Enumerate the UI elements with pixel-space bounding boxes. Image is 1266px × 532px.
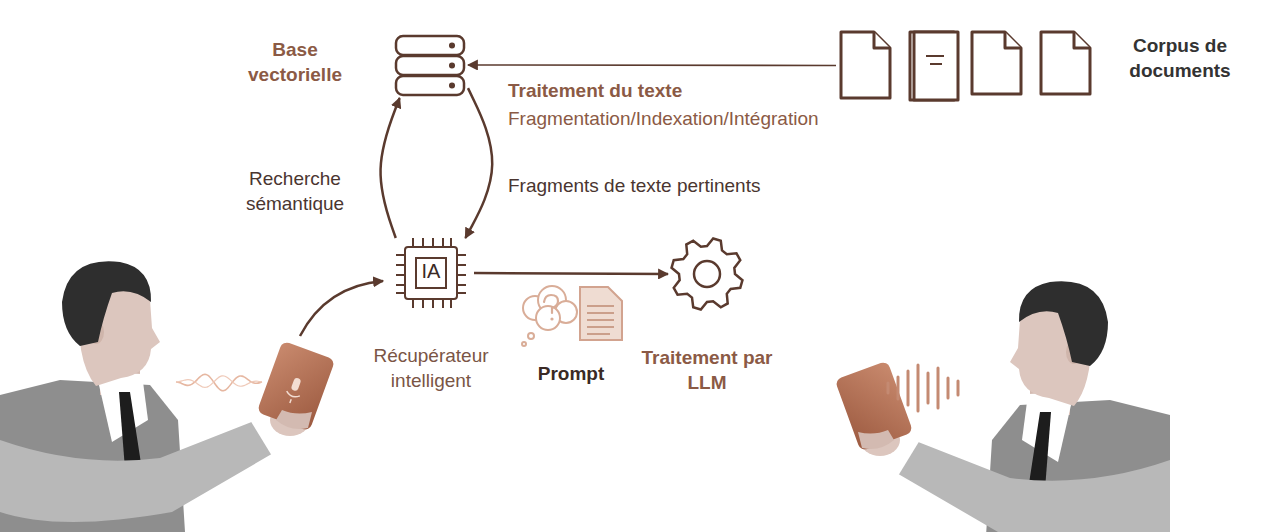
prompt-icon-part: [587, 306, 614, 334]
node-title: Base vectorielle: [230, 38, 360, 87]
chip-label: IA: [416, 258, 446, 284]
prompt-icon: [522, 286, 622, 346]
listening-person-part: [835, 281, 1170, 532]
database-icon-part: [450, 64, 454, 68]
chip-icon: [396, 238, 466, 308]
document-icons-part: [874, 32, 890, 48]
chip-icon-part: [413, 238, 451, 247]
database-icon-part: [396, 56, 464, 75]
node-title: Traitement par LLM: [627, 346, 787, 395]
prompt-icon-part: [550, 317, 553, 320]
chip-icon-part: [396, 255, 405, 293]
speaking-person-part: [291, 377, 302, 392]
sound-bar: [917, 365, 920, 411]
listening-person-part: [888, 365, 958, 411]
flow-arrow: [468, 64, 836, 66]
edge-label: Traitement du texte: [508, 79, 808, 104]
document-icons-part: [926, 56, 944, 64]
gear-icon: [672, 239, 743, 310]
chip-icon-part: [457, 255, 466, 293]
document-icons-part: [1041, 32, 1090, 94]
prompt-icon-part: [544, 295, 558, 313]
chip-icon-part: [405, 247, 457, 299]
document-icons-part: [1005, 32, 1021, 48]
database-icon-part: [396, 76, 464, 95]
sound-bar: [887, 383, 890, 393]
chip-icon-part: [413, 299, 451, 308]
prompt-icon-part: [536, 306, 560, 330]
prompt-icon-part: [522, 342, 526, 346]
sound-bar: [897, 377, 900, 399]
database-icon-part: [450, 84, 454, 88]
voice-arrow: [300, 281, 383, 336]
step-description: Fragmentation/Indexation/Intégration: [508, 107, 908, 132]
prompt-icon-part: [580, 287, 622, 340]
flow-arrow: [474, 273, 668, 274]
gear-icon-part: [694, 261, 720, 287]
flow-arrow: [465, 88, 492, 238]
speaking-person: [0, 261, 335, 532]
sound-wave: [176, 376, 262, 387]
speaking-person-part: [176, 374, 262, 390]
database-icon-part: [396, 36, 464, 55]
document-icons-part: [841, 32, 890, 98]
listening-person: [835, 281, 1170, 532]
edge-label: Recherche sémantique: [232, 167, 358, 216]
database-icon: [396, 36, 464, 95]
sound-bar: [907, 371, 910, 405]
node-title: Corpus de documents: [1112, 34, 1248, 83]
database-icon-part: [450, 44, 454, 48]
edge-label: Fragments de texte pertinents: [508, 174, 828, 199]
gear-icon-part: [672, 239, 743, 310]
icon-node: Corpus de documents: [836, 26, 1094, 102]
flow-arrow: [381, 98, 400, 238]
icon-node: Base vectorielle: [392, 32, 468, 98]
document-icons-part: [972, 32, 1021, 94]
speaking-person-part: [0, 261, 335, 532]
sound-bar: [947, 378, 950, 398]
document-icons: [841, 32, 1090, 100]
document-icons-part: [914, 32, 958, 100]
sound-bar: [937, 368, 940, 408]
prompt-icon-part: [522, 286, 577, 346]
node-title: Récupérateur intelligent: [346, 344, 516, 393]
icon-node: IARécupérateur intelligent: [388, 238, 474, 308]
speaking-person-part: [283, 391, 300, 405]
sound-bar: [957, 381, 960, 395]
edge-label: Prompt: [521, 362, 621, 387]
icon-node: Traitement par LLM: [668, 238, 746, 310]
chip-icon-part: [416, 258, 446, 288]
prompt-icon-part: [528, 333, 534, 339]
document-icons-part: [1074, 32, 1090, 48]
sound-bar: [927, 373, 930, 403]
